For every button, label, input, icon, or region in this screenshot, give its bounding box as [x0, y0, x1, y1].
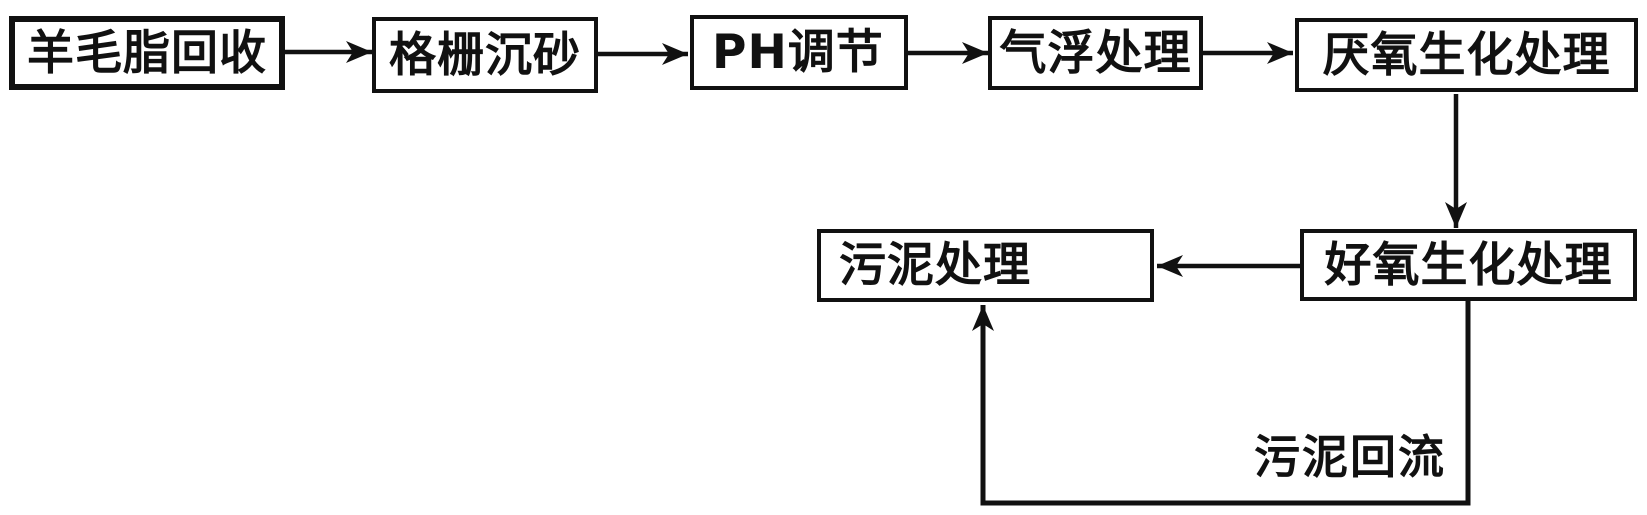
node-anaerobic-treatment-label: 厌氧生化处理 [1322, 27, 1611, 83]
node-anaerobic-treatment: 厌氧生化处理 [1295, 18, 1638, 92]
node-lanolin-recovery-label: 羊毛脂回收 [27, 25, 267, 81]
node-ph-adjustment-label: PH调节 [712, 25, 884, 80]
node-aerobic-treatment: 好氧生化处理 [1300, 229, 1637, 301]
edge-label-sludge-return: 污泥回流 [1254, 430, 1446, 484]
node-ph-adjustment: PH调节 [690, 15, 908, 90]
node-grid-grit-settling-label: 格栅沉砂 [389, 27, 581, 83]
node-sludge-treatment-label: 污泥处理 [839, 238, 1031, 293]
arrow-sludge-return-loop [972, 300, 1471, 506]
node-aerobic-treatment-label: 好氧生化处理 [1324, 237, 1613, 293]
node-air-flotation: 气浮处理 [988, 16, 1203, 90]
node-grid-grit-settling: 格栅沉砂 [372, 17, 598, 93]
node-sludge-treatment: 污泥处理 [817, 229, 1154, 302]
node-air-flotation-label: 气浮处理 [999, 25, 1192, 81]
node-lanolin-recovery: 羊毛脂回收 [9, 16, 285, 90]
